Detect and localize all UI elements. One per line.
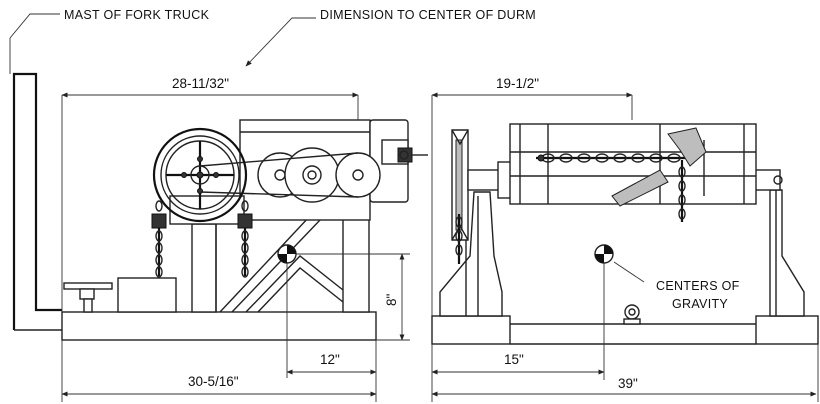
fork-truck-mast (9, 38, 62, 331)
right-support (769, 189, 805, 317)
drum-chain (536, 153, 690, 222)
centers-of-gravity-label-2: GRAVITY (672, 297, 728, 311)
dimension-center-leader (245, 17, 316, 67)
end-view (431, 92, 819, 402)
pulleys (199, 147, 381, 203)
dimension-top-left (61, 92, 359, 312)
mast-label: MAST OF FORK TRUCK (64, 8, 210, 22)
hook-lever (611, 127, 707, 207)
dim-bottom-left-text: 30-5/16" (188, 374, 239, 389)
dimension-cg-offset (286, 340, 377, 380)
dimension-cg-height (376, 253, 410, 341)
centers-of-gravity-label-1: CENTERS OF (656, 279, 740, 293)
side-view (9, 13, 428, 402)
pedestal (63, 282, 113, 313)
left-support (439, 191, 503, 317)
dim-cg-offset-text: 12" (320, 352, 340, 367)
dim-bottom-right-text: 39" (618, 376, 638, 391)
right-base (431, 315, 819, 345)
left-chain (151, 200, 167, 278)
right-chain (237, 200, 253, 278)
dimension-bottom-right (431, 344, 819, 402)
mast-leader-line (9, 13, 60, 39)
dim-top-right-text: 19-1/2" (496, 76, 539, 91)
clamp (623, 304, 641, 325)
dimension-top-right (431, 92, 633, 316)
center-of-gravity-symbol (277, 244, 410, 378)
dimension-center-label: DIMENSION TO CENTER OF DURM (320, 8, 536, 22)
left-base-plate (61, 311, 377, 341)
dimension-bottom-left (61, 340, 377, 402)
sprocket-wheel (152, 127, 248, 225)
dim-bottom-right-cg-text: 15" (504, 352, 524, 367)
side-hook (397, 147, 428, 163)
center-of-gravity-symbol-end (594, 244, 645, 380)
dim-cg-height-text: 8" (384, 293, 399, 306)
sheave (451, 129, 469, 264)
small-box (117, 277, 177, 313)
drum-shaft (467, 161, 783, 199)
dim-top-left-text: 28-11/32" (172, 76, 229, 91)
